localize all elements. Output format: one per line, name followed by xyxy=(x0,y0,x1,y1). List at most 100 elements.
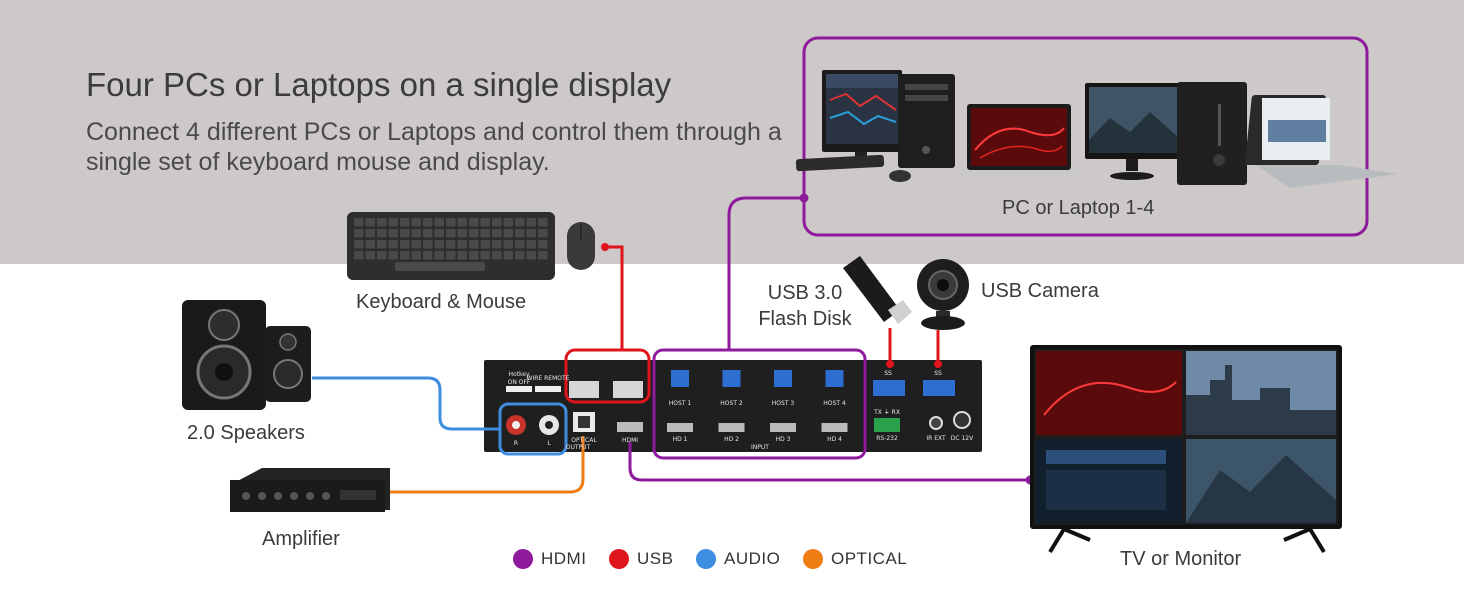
usb-b-port-3 xyxy=(774,370,792,387)
hdmi-in-port-4 xyxy=(821,423,848,432)
tv-label: TV or Monitor xyxy=(1120,548,1242,570)
keyboard-key xyxy=(400,218,410,227)
legend-optical: OPTICAL xyxy=(803,549,907,569)
host-ports-highlight xyxy=(652,348,867,460)
speakers-label: 2.0 Speakers xyxy=(187,422,305,444)
hotkey-label: Hotkey xyxy=(508,371,529,378)
hd-input-label-3: HD 3 xyxy=(776,436,791,443)
pc-group-label: PC or Laptop 1-4 xyxy=(1002,197,1155,219)
audio-cable-speakers xyxy=(312,376,500,431)
keyboard-key xyxy=(503,240,513,249)
keyboard-key xyxy=(457,251,467,260)
keyboard-key xyxy=(446,218,456,227)
keyboard-key xyxy=(503,229,513,238)
hdmi-cable-pcs xyxy=(727,196,804,350)
wire-remote-label: WIRE REMOTE xyxy=(527,375,570,382)
hdmi-in-port-1 xyxy=(667,423,693,432)
flash-disk-label: USB 3.0 Flash Disk xyxy=(758,282,852,330)
camera-label: USB Camera xyxy=(981,280,1099,302)
keyboard-key xyxy=(515,251,525,260)
keyboard-key xyxy=(457,218,467,227)
keyboard-key xyxy=(434,218,444,227)
hdmi-out-label: HDMI xyxy=(622,437,638,444)
hdmi-in-port-3 xyxy=(770,423,796,432)
dc-label: DC 12V xyxy=(951,435,974,442)
keyboard-key xyxy=(411,229,421,238)
keyboard-key xyxy=(377,251,387,260)
pc-laptop-2 xyxy=(955,104,1085,178)
tx-rx-label: TX ⏚ RX xyxy=(873,409,900,416)
keyboard-key xyxy=(480,251,490,260)
keyboard-key xyxy=(492,218,502,227)
hd-input-label-2: HD 2 xyxy=(724,436,739,443)
keyboard-key xyxy=(515,229,525,238)
page-title: Four PCs or Laptops on a single display xyxy=(86,66,672,103)
keyboard-key xyxy=(480,218,490,227)
keyboard-key xyxy=(469,240,479,249)
keyboard-key xyxy=(538,240,548,249)
keyboard-key xyxy=(354,240,364,249)
tv-monitor xyxy=(1030,345,1342,554)
legend-audio-label: AUDIO xyxy=(724,549,781,568)
keyboard-key xyxy=(492,251,502,260)
keyboard-key xyxy=(526,218,536,227)
keyboard-key xyxy=(423,240,433,249)
keyboard-key xyxy=(365,218,375,227)
speakers xyxy=(182,300,311,410)
usb-dot xyxy=(609,549,629,569)
usb-b-port-4 xyxy=(825,370,844,387)
keyboard-key xyxy=(377,229,387,238)
keyboard-key xyxy=(400,251,410,260)
legend-audio: AUDIO xyxy=(696,549,780,569)
keyboard-key xyxy=(377,240,387,249)
keyboard-key xyxy=(469,218,479,227)
keyboard-key xyxy=(388,218,398,227)
usb-flash-disk xyxy=(843,256,912,324)
keyboard-key xyxy=(423,218,433,227)
keyboard-key xyxy=(446,251,456,260)
input-label: INPUT xyxy=(751,444,769,451)
keyboard-key xyxy=(446,229,456,238)
keyboard-key xyxy=(526,251,536,260)
keyboard-key xyxy=(411,251,421,260)
audio-l-label: L xyxy=(547,440,551,447)
keyboard-key xyxy=(503,251,513,260)
legend-hdmi-label: HDMI xyxy=(541,549,587,568)
usb-ports-highlight xyxy=(564,348,651,404)
kvm-switch xyxy=(484,360,982,452)
amplifier-label: Amplifier xyxy=(262,528,340,550)
host-label-2: HOST 2 xyxy=(720,400,743,407)
keyboard-key xyxy=(515,240,525,249)
keyboard-key xyxy=(538,251,548,260)
host-label-3: HOST 3 xyxy=(772,400,795,407)
rs232-label: RS-232 xyxy=(876,435,898,442)
audio-dot xyxy=(696,549,716,569)
usb-ss-label-2: SS xyxy=(934,370,942,377)
pc-group-box xyxy=(802,36,1369,237)
keyboard-key xyxy=(388,240,398,249)
keyboard-key xyxy=(411,240,421,249)
mouse xyxy=(567,222,595,270)
keyboard-key xyxy=(388,251,398,260)
optical-cable-amp xyxy=(390,436,585,494)
hdmi-dot xyxy=(513,549,533,569)
keyboard-key xyxy=(423,229,433,238)
keyboard-key xyxy=(480,229,490,238)
keyboard-key xyxy=(423,251,433,260)
keyboard-key xyxy=(469,251,479,260)
host-label-1: HOST 1 xyxy=(669,400,692,407)
pc-desktop-1 xyxy=(795,70,955,182)
legend-hdmi: HDMI xyxy=(513,549,586,569)
usb-b-port-2 xyxy=(722,370,741,387)
hd-input-label-1: HD 1 xyxy=(673,436,688,443)
keyboard-key xyxy=(411,218,421,227)
hdmi-cable-tv xyxy=(628,442,1030,482)
legend-optical-label: OPTICAL xyxy=(831,549,908,568)
usb-b-port-1 xyxy=(671,370,689,387)
keyboard-key xyxy=(434,229,444,238)
page-subtitle: Connect 4 different PCs or Laptops and c… xyxy=(86,118,782,176)
legend-usb: USB xyxy=(609,549,673,569)
amplifier xyxy=(230,468,390,512)
keyboard-key xyxy=(457,240,467,249)
